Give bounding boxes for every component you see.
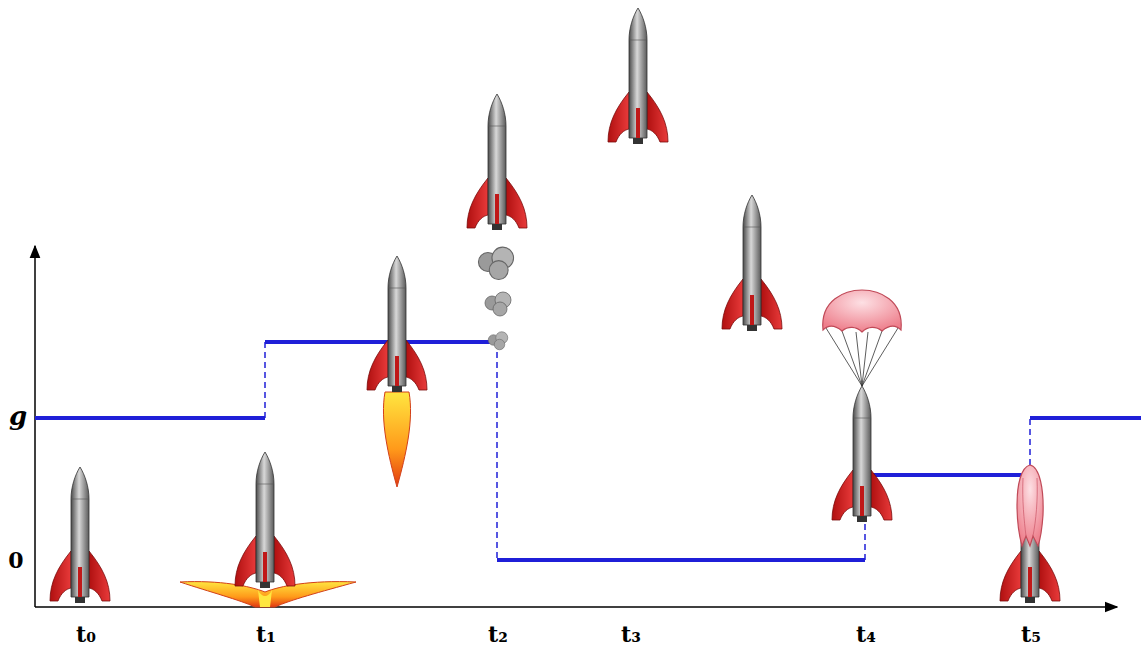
- axis-value-label: 0: [8, 547, 23, 573]
- time-label: t₅: [1021, 621, 1041, 647]
- time-label: t₀: [76, 621, 96, 647]
- time-label: t₄: [856, 621, 876, 647]
- time-label: t₂: [488, 621, 508, 647]
- time-label: t₃: [621, 621, 641, 647]
- time-label: t₁: [256, 621, 276, 647]
- axis-value-label: g: [9, 401, 27, 431]
